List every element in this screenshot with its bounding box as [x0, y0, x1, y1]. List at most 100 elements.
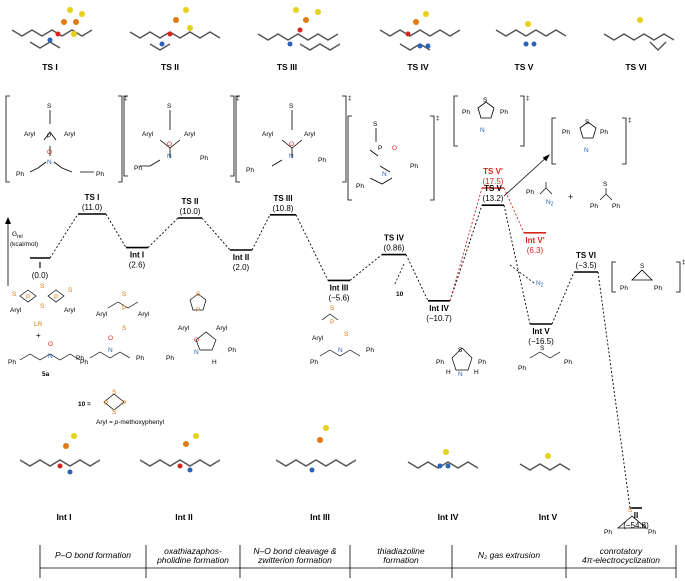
atom-label: Ph [228, 347, 236, 354]
atom-label: Aryl [10, 307, 22, 314]
atom-label: S [483, 97, 488, 104]
atom-label: O [289, 141, 294, 148]
level-value-TSIV: (0.86) [384, 244, 405, 253]
atom-label: Ph [562, 129, 570, 136]
connector-TSVp-IntVp [503, 187, 525, 233]
ts-structure-drawings [5, 95, 681, 293]
atom-label: N [458, 371, 463, 378]
atom-label: S [373, 121, 378, 128]
level-name-TSV: TS V [484, 184, 502, 193]
dagger-mark: ‡ [682, 259, 685, 266]
atom-label: N [48, 353, 53, 360]
level-name-TSVI: TS VI [576, 251, 596, 260]
energy-level-labels: I(0.0)TS I(11.0)Int I(2.6)TS II(10.0)Int… [32, 167, 649, 530]
connector-TSIV-IntIV [405, 254, 429, 301]
level-value-IntV: (−16.5) [528, 337, 554, 346]
connector-IntIV-TSVp [449, 187, 483, 301]
atom-label: S [40, 303, 45, 310]
level-name-TSIV: TS IV [384, 234, 405, 243]
model-ts-v [495, 21, 567, 47]
atom-label: Aryl [178, 325, 190, 332]
level-name-IntVp: Int V' [525, 236, 544, 245]
reactant-structures: P P S S S S Aryl Aryl LR + O N Ph Ph 5a … [8, 283, 572, 426]
top-label: TS I [42, 62, 58, 72]
atom-label: S [585, 119, 590, 126]
atom-label: Ph [604, 529, 612, 536]
level-name-TSII: TS II [182, 197, 199, 206]
atom-label: Aryl [312, 335, 324, 342]
atom-label: Ph [356, 183, 364, 190]
stage-n2-extrusion: N₂ gas extrusion [477, 550, 541, 560]
bottom-label: Int V [539, 512, 558, 522]
level-name-IntIII: Int III [330, 283, 349, 292]
level-value-TSIII: (10.8) [273, 204, 294, 213]
atom-label: Ph [134, 165, 142, 172]
atom-label: P [47, 133, 51, 140]
connector-IntII-TSIII [251, 214, 271, 251]
atom-label: O [47, 149, 52, 156]
side-products: Ph N2 + S Ph Ph N2 [526, 181, 620, 289]
atom-label: Ph [612, 203, 620, 210]
dagger-mark: ‡ [124, 95, 128, 102]
atom-label: S [112, 389, 117, 396]
top-label: TS IV [407, 62, 429, 72]
atom-label: N [108, 347, 113, 354]
atom-label: P [196, 307, 200, 314]
connector-TSIII-IntIII [295, 214, 329, 281]
stage-oxathiazaphospholidine-formation: oxathiazaphos- pholidine formation [157, 546, 229, 565]
dagger-mark: ‡ [436, 115, 440, 122]
atom-label: Ph [318, 157, 326, 164]
level-value-TSII: (10.0) [180, 207, 201, 216]
atom-label: Ph [136, 355, 144, 362]
model-ts-i [11, 7, 93, 49]
bottom-label: Int II [175, 512, 192, 522]
connector-TSV-IntV [503, 205, 531, 325]
atom-label: S [330, 305, 335, 312]
atom-label: Aryl [142, 131, 154, 138]
atom-label: Aryl [96, 311, 108, 318]
atom-label: Ph [518, 365, 526, 372]
level-value-I: (0.0) [32, 271, 49, 280]
level-value-TSI: (11.0) [82, 203, 103, 212]
atom-label: Aryl [184, 131, 196, 138]
atom-label: Ph [648, 529, 656, 536]
atom-label: Ph [478, 359, 486, 366]
stage-thiadiazoline-formation: thiadiazoline formation [377, 546, 425, 565]
atom-label: O [167, 141, 172, 148]
energy-levels [30, 187, 642, 509]
atom-label: Ph [600, 129, 608, 136]
energy-connectors [49, 187, 631, 509]
atom-label: N [289, 153, 294, 160]
atom-label: S [628, 507, 633, 514]
atom-label: S [47, 103, 52, 110]
atom-label: S [122, 325, 127, 332]
atom-label: Ph [462, 109, 470, 116]
atom-label: H [212, 359, 217, 366]
atom-label: Ph [366, 347, 374, 354]
atom-label: O [194, 337, 199, 344]
atom-label: P [26, 294, 30, 301]
atom-label: Aryl [304, 131, 316, 138]
atom-label: N [584, 147, 589, 154]
atom-label: Aryl [24, 131, 36, 138]
atom-label: Aryl [64, 307, 76, 314]
atom-label: S [122, 291, 127, 298]
product-ii-structure: S Ph Ph [604, 507, 656, 536]
reagent-lr: LR [34, 321, 43, 328]
dagger-mark: ‡ [628, 117, 632, 124]
model-ts-iv [379, 11, 461, 51]
atom-label: S [196, 291, 201, 298]
bottom-model-labels: Int I Int II Int III Int IV Int V [56, 512, 557, 522]
connector-TSVI-II [597, 271, 631, 509]
connector-IntIII-TSIV [349, 254, 383, 281]
level-name-I: I [39, 261, 41, 270]
level-value-IntII: (2.0) [233, 263, 250, 272]
level-name-IntI: Int I [130, 251, 144, 260]
ts-structure-text: S P Aryl Aryl O N Ph Ph ‡ S Aryl Aryl O … [16, 95, 685, 292]
atom-label: Aryl [64, 131, 76, 138]
atom-label: S [167, 103, 172, 110]
connector-IntI-TSII [147, 217, 179, 248]
level-value-IntIV: (−10.7) [426, 314, 452, 323]
stage-timeline [39, 545, 677, 578]
